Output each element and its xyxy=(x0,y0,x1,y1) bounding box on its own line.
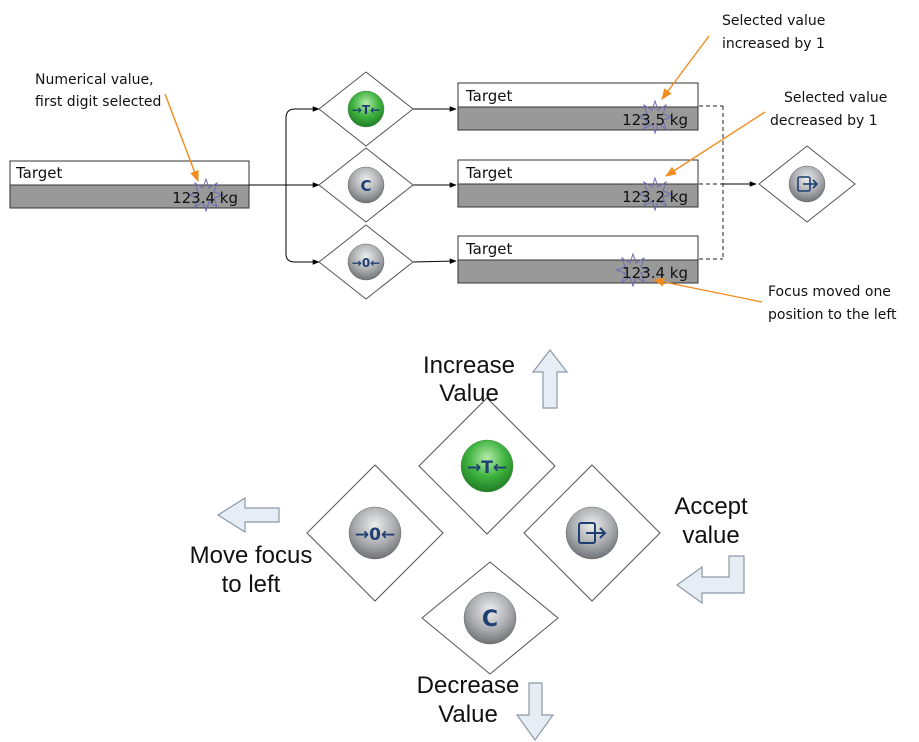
legend-line: Accept xyxy=(674,493,748,520)
legend-line: to left xyxy=(222,571,281,598)
focus-starburst xyxy=(614,252,652,288)
decreased-starburst xyxy=(636,176,674,212)
flow-tare-symbol: →T← xyxy=(352,103,380,117)
annotation-line: decreased by 1 xyxy=(770,113,878,129)
enter-arrow-icon xyxy=(675,555,745,605)
flow-clear-symbol: C xyxy=(360,177,371,195)
enter-icon xyxy=(797,176,819,192)
legend-line: Move focus xyxy=(190,542,313,569)
flow-connectors xyxy=(249,106,457,265)
legend-tare-symbol: →T← xyxy=(467,458,507,478)
legend-line: Value xyxy=(438,701,498,728)
increase-arrow-icon xyxy=(531,349,569,409)
result-box-value: 123.5 kg xyxy=(622,111,688,129)
annotation-focus-moved: Focus moved one position to the left xyxy=(652,277,897,323)
legend-line: Decrease xyxy=(417,672,520,699)
result-box-label: Target xyxy=(465,164,513,182)
flow-key-enter xyxy=(758,145,856,223)
legend-increase-label: Increase Value xyxy=(423,352,515,407)
dashed-connectors xyxy=(699,105,724,260)
start-box-label: Target xyxy=(15,164,63,182)
result-box-value: 123.2 kg xyxy=(622,188,688,206)
start-target-box: Target 123.4 kg xyxy=(9,160,250,213)
annotation-line: Selected value xyxy=(784,90,887,106)
annotation-line: Numerical value, xyxy=(35,72,154,88)
legend-clear-symbol: C xyxy=(482,607,498,632)
legend-line: value xyxy=(682,522,739,549)
enter-icon xyxy=(578,522,607,544)
annotation-increased: Selected value increased by 1 xyxy=(661,13,825,100)
increased-starburst xyxy=(636,99,674,135)
decrease-arrow-icon xyxy=(515,682,555,742)
flow-zero-symbol: →0← xyxy=(352,256,380,270)
result-box-label: Target xyxy=(465,240,513,258)
result-box-decreased: Target 123.2 kg xyxy=(457,159,699,212)
result-box-increased: Target 123.5 kg xyxy=(457,82,699,135)
left-arrow-icon xyxy=(216,496,280,534)
flow-key-tare: →T← xyxy=(318,71,414,147)
legend-decrease-label: Decrease Value xyxy=(417,672,520,728)
annotation-line: Selected value xyxy=(722,13,825,29)
legend-key-clear: C xyxy=(421,561,559,675)
result-box-value: 123.4 kg xyxy=(622,264,688,282)
legend-zero-symbol: →0← xyxy=(355,525,395,545)
start-box-value: 123.4 kg xyxy=(172,189,238,207)
flow-key-zero: →0← xyxy=(318,224,414,300)
legend-key-zero: →0← xyxy=(306,464,444,602)
result-box-label: Target xyxy=(465,87,513,105)
legend-move-left-label: Move focus to left xyxy=(190,542,313,598)
annotation-line: first digit selected xyxy=(35,94,161,110)
start-box-starburst xyxy=(187,177,225,213)
flow-key-clear: C xyxy=(318,147,414,223)
result-box-focus-left: Target 123.4 kg xyxy=(457,235,699,288)
annotation-numerical: Numerical value, first digit selected xyxy=(35,72,199,183)
legend-key-enter xyxy=(523,464,661,602)
legend-line: Value xyxy=(439,380,499,407)
legend-line: Increase xyxy=(423,352,515,379)
legend-accept-label: Accept value xyxy=(674,493,748,549)
annotation-line: Focus moved one xyxy=(768,284,891,300)
annotation-line: position to the left xyxy=(768,307,897,323)
annotation-line: increased by 1 xyxy=(722,36,825,52)
annotation-decreased: Selected value decreased by 1 xyxy=(665,90,887,177)
legend-key-tare: →T← xyxy=(418,397,556,535)
